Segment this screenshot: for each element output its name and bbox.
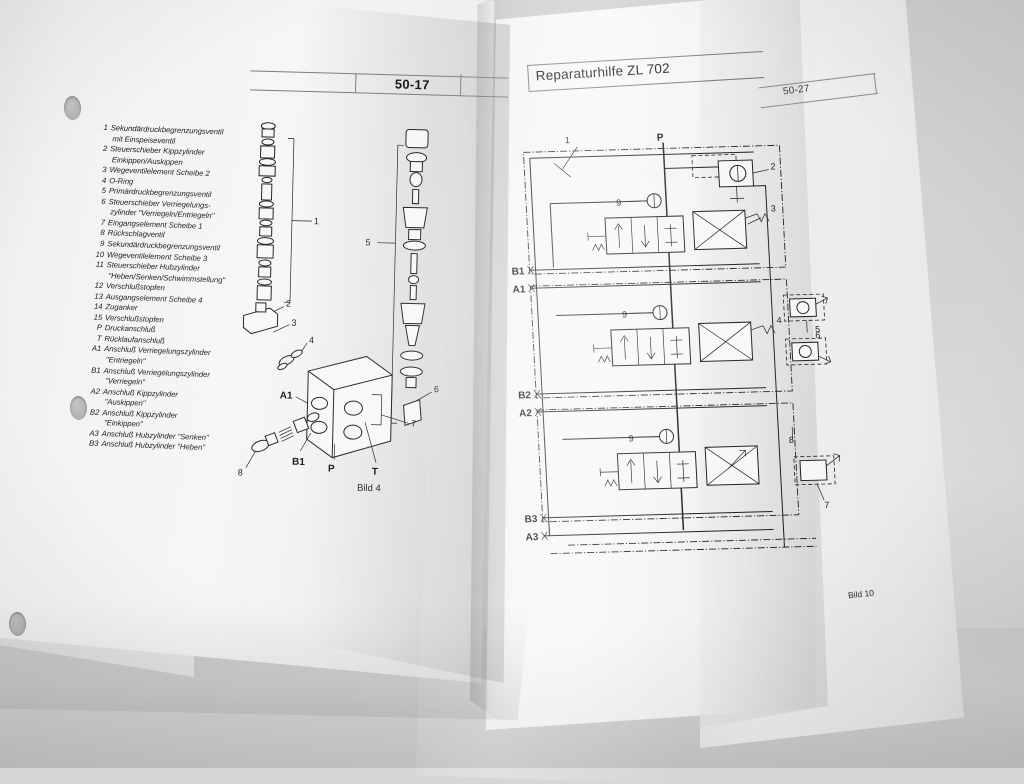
legend-item-number: 12	[94, 280, 104, 291]
svg-text:5: 5	[365, 237, 370, 247]
legend-item-number: 4	[101, 175, 107, 185]
legend-item-number: 9	[99, 238, 105, 249]
svg-text:A3: A3	[525, 532, 539, 543]
legend-item-number: 1	[103, 122, 108, 133]
legend-item-number: 11	[95, 259, 104, 270]
svg-text:5: 5	[815, 324, 821, 334]
legend-item-number: P	[96, 323, 102, 333]
svg-text:P: P	[328, 464, 335, 475]
legend-item-number: 5	[101, 186, 107, 196]
left-page-header: 50-17	[249, 58, 511, 125]
legend-item-number: T	[96, 333, 102, 343]
svg-text:4: 4	[776, 315, 782, 325]
svg-text:B1: B1	[511, 266, 525, 277]
svg-text:6: 6	[434, 384, 439, 394]
legend-item-number: 6	[101, 196, 106, 206]
svg-text:9: 9	[628, 433, 634, 443]
legend-item-number: 7	[100, 217, 106, 227]
svg-text:B2: B2	[518, 390, 532, 401]
left-figure-caption: Bild 4	[356, 482, 381, 495]
svg-text:1: 1	[565, 135, 571, 145]
svg-text:B1: B1	[292, 457, 305, 468]
book-gutter	[470, 0, 512, 730]
svg-text:3: 3	[291, 318, 296, 328]
legend-item-number: A2	[90, 386, 101, 396]
left-page-number: 50-17	[394, 76, 430, 93]
svg-text:7: 7	[411, 419, 416, 429]
legend-item-number: 10	[95, 249, 105, 259]
svg-text:8: 8	[238, 467, 243, 477]
legend-item-number: 2	[102, 143, 108, 154]
right-page-number: 50-27	[782, 83, 811, 98]
svg-text:8: 8	[789, 435, 795, 445]
svg-text:4: 4	[309, 335, 314, 345]
legend-item-number: 14	[93, 301, 103, 312]
svg-text:9: 9	[616, 198, 622, 208]
legend-item-number: 8	[100, 228, 105, 238]
svg-text:A1: A1	[280, 390, 293, 401]
svg-text:7: 7	[824, 500, 830, 510]
svg-text:2: 2	[286, 298, 291, 308]
svg-text:A1: A1	[512, 284, 526, 295]
legend-item-number: 13	[94, 291, 103, 301]
legend-item-number: B1	[91, 365, 101, 375]
svg-text:2: 2	[770, 161, 776, 171]
svg-text:6: 6	[815, 330, 821, 340]
svg-text:A2: A2	[519, 408, 533, 419]
legend-item-number: A1	[91, 344, 102, 354]
legend-item-number: 3	[102, 165, 107, 175]
legend-item-number: B2	[89, 407, 100, 417]
legend-item-number: A3	[89, 428, 99, 438]
exploded-parts-diagram: 1 2 3	[238, 122, 439, 478]
svg-text:P: P	[657, 132, 665, 143]
svg-text:3: 3	[770, 203, 776, 213]
legend-item-number: B3	[88, 438, 99, 449]
svg-text:9: 9	[622, 310, 628, 320]
svg-text:B3: B3	[524, 514, 538, 525]
hydraulic-circuit-schematic: 1 P 2	[511, 132, 841, 555]
svg-text:T: T	[372, 467, 378, 478]
legend-item-number: 15	[93, 312, 103, 322]
svg-text:1: 1	[314, 216, 319, 226]
